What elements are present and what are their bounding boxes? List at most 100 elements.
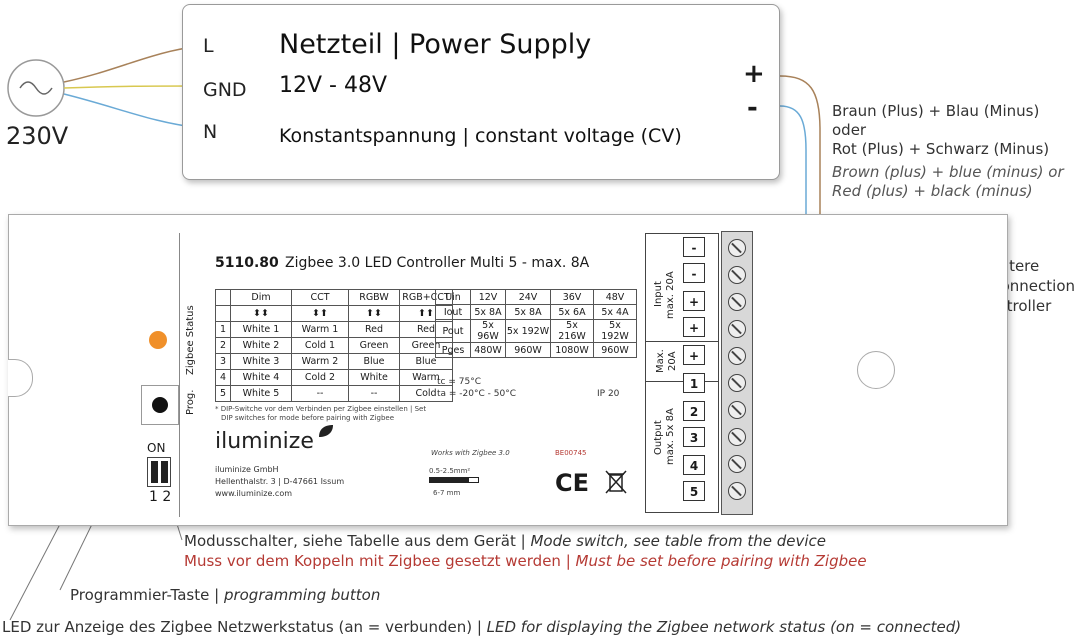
ac-source-icon (7, 59, 65, 117)
input-max-label: max. 20A (665, 271, 676, 319)
terminal-input-minus-1: - (683, 237, 705, 257)
screw-terminal[interactable] (728, 428, 746, 446)
terminal-output-2: 2 (683, 401, 705, 421)
screw-terminal[interactable] (728, 482, 746, 500)
controller-name: Zigbee 3.0 LED Controller Multi 5 - max.… (285, 255, 590, 271)
wire-note-de-2: Rot (Plus) + Schwarz (Minus) (832, 140, 1050, 158)
dip-pos-icon: ⬍⬍ (230, 305, 292, 322)
wire-l (63, 45, 201, 83)
input-label: Input (653, 281, 664, 307)
wire-note-en-2: Red (plus) + black (minus) (832, 182, 1033, 200)
ps-title: Netzteil | Power Supply (279, 29, 592, 60)
dip-pos-icon: ⬍⬆ (291, 305, 349, 322)
weee-bin-icon (605, 470, 627, 494)
max-label: Max. (655, 349, 666, 373)
power-supply: L GND N Netzteil | Power Supply 12V - 48… (182, 4, 780, 180)
callout-led: LED zur Anzeige des Zigbee Netzwerkstatu… (2, 618, 962, 636)
dip-switch-1[interactable] (151, 461, 158, 483)
terminal-input-plus-2: + (683, 317, 705, 337)
dip-header-cell: CCT (291, 289, 349, 306)
led-controller: Zigbee Status Prog. ON 1 2 5110.80 Zigbe… (8, 214, 1008, 526)
company-website: www.iluminize.com (215, 489, 293, 498)
screw-terminal[interactable] (728, 293, 746, 311)
mount-tab-left (8, 359, 33, 397)
terminal-input-minus-2: - (683, 263, 705, 283)
ps-terminal-gnd: GND (203, 79, 247, 101)
dip-header-cell: Dim (230, 289, 292, 306)
callout-pairing: Muss vor dem Koppeln mit Zigbee gesetzt … (184, 552, 867, 570)
terminal-output-4: 4 (683, 455, 705, 475)
ps-minus-terminal: - (747, 93, 758, 123)
wire-note: Braun (Plus) + Blau (Minus) oder Rot (Pl… (832, 102, 1078, 201)
output-label: Output (653, 420, 664, 455)
wire-note-en-1: Brown (plus) + blue (minus) or (832, 163, 1064, 181)
terminal-output-plus: + (683, 345, 705, 365)
terminal-output-3: 3 (683, 427, 705, 447)
terminal-output-1: 1 (683, 373, 705, 393)
screw-terminal[interactable] (728, 266, 746, 284)
spec-table-header: Uin 12V 24V 36V 48V (435, 289, 637, 305)
works-with-zigbee: Works with Zigbee 3.0 (431, 449, 510, 457)
company-address: Hellenthalstr. 3 | D-47661 Issum (215, 477, 345, 486)
strip-length: 6-7 mm (433, 489, 461, 497)
wire-strip-icon (429, 477, 469, 483)
callout-mode-switch: Modusschalter, siehe Tabelle aus dem Ger… (184, 532, 826, 550)
ip-rating: IP 20 (597, 389, 620, 399)
dip-header-cell (215, 289, 231, 306)
screw-terminal[interactable] (728, 455, 746, 473)
terminal-panel (645, 233, 719, 513)
wire-gnd (63, 85, 201, 89)
zigbee-status-label: Zigbee Status (185, 305, 196, 375)
callout-prog-button: Programmier-Taste | programming button (70, 586, 381, 604)
zigbee-status-led (149, 331, 167, 349)
ce-mark: CE (555, 469, 590, 497)
dip-table-icon-row: ⬍⬍ ⬍⬆ ⬆⬍ ⬆⬆ (215, 305, 453, 322)
ps-terminal-n: N (203, 121, 218, 143)
ps-plus-terminal: + (743, 59, 765, 89)
ps-mode: Konstantspannung | constant voltage (CV) (279, 125, 682, 147)
wire-note-de-1: Braun (Plus) + Blau (Minus) oder (832, 102, 1040, 139)
prog-label: Prog. (185, 389, 196, 415)
max-value: 20A (667, 351, 678, 371)
controller-model: 5110.80 (215, 255, 279, 271)
mount-tab-right (857, 351, 895, 389)
programming-button[interactable] (152, 397, 168, 413)
dip-note-de: * DIP-Switche vor dem Verbinden per Zigb… (215, 405, 427, 413)
ta-rating: ta = -20°C - 50°C (437, 389, 516, 399)
screw-terminal[interactable] (728, 347, 746, 365)
terminal-input-plus-1: + (683, 291, 705, 311)
tc-rating: tc = 75°C (437, 377, 481, 387)
dip-switch-2[interactable] (161, 461, 168, 483)
brand-logo: iluminize (215, 429, 314, 454)
screw-terminal[interactable] (728, 239, 746, 257)
product-code: BE00745 (555, 449, 587, 457)
dip-note-en: DIP switches for mode before pairing wit… (221, 414, 395, 422)
dip-on-label: ON (147, 441, 166, 455)
ps-voltage: 12V - 48V (279, 73, 388, 98)
dip-table-header: Dim CCT RGBW RGB+CCT (215, 289, 453, 306)
mains-voltage-label: 230V (6, 122, 69, 150)
leaf-icon (319, 425, 333, 437)
screw-terminal[interactable] (728, 320, 746, 338)
dip-pos-icon: ⬆⬍ (348, 305, 400, 322)
dip-numbers: 1 2 (149, 489, 172, 505)
screw-terminal[interactable] (728, 374, 746, 392)
ps-terminal-l: L (203, 35, 214, 57)
dip-header-cell: RGBW (348, 289, 400, 306)
wire-n (63, 93, 201, 129)
terminal-output-5: 5 (683, 481, 705, 501)
dip-switch[interactable] (147, 457, 171, 487)
screw-terminal[interactable] (728, 401, 746, 419)
wire-gauge: 0.5-2.5mm² (429, 467, 471, 475)
company-name: iluminize GmbH (215, 465, 279, 474)
